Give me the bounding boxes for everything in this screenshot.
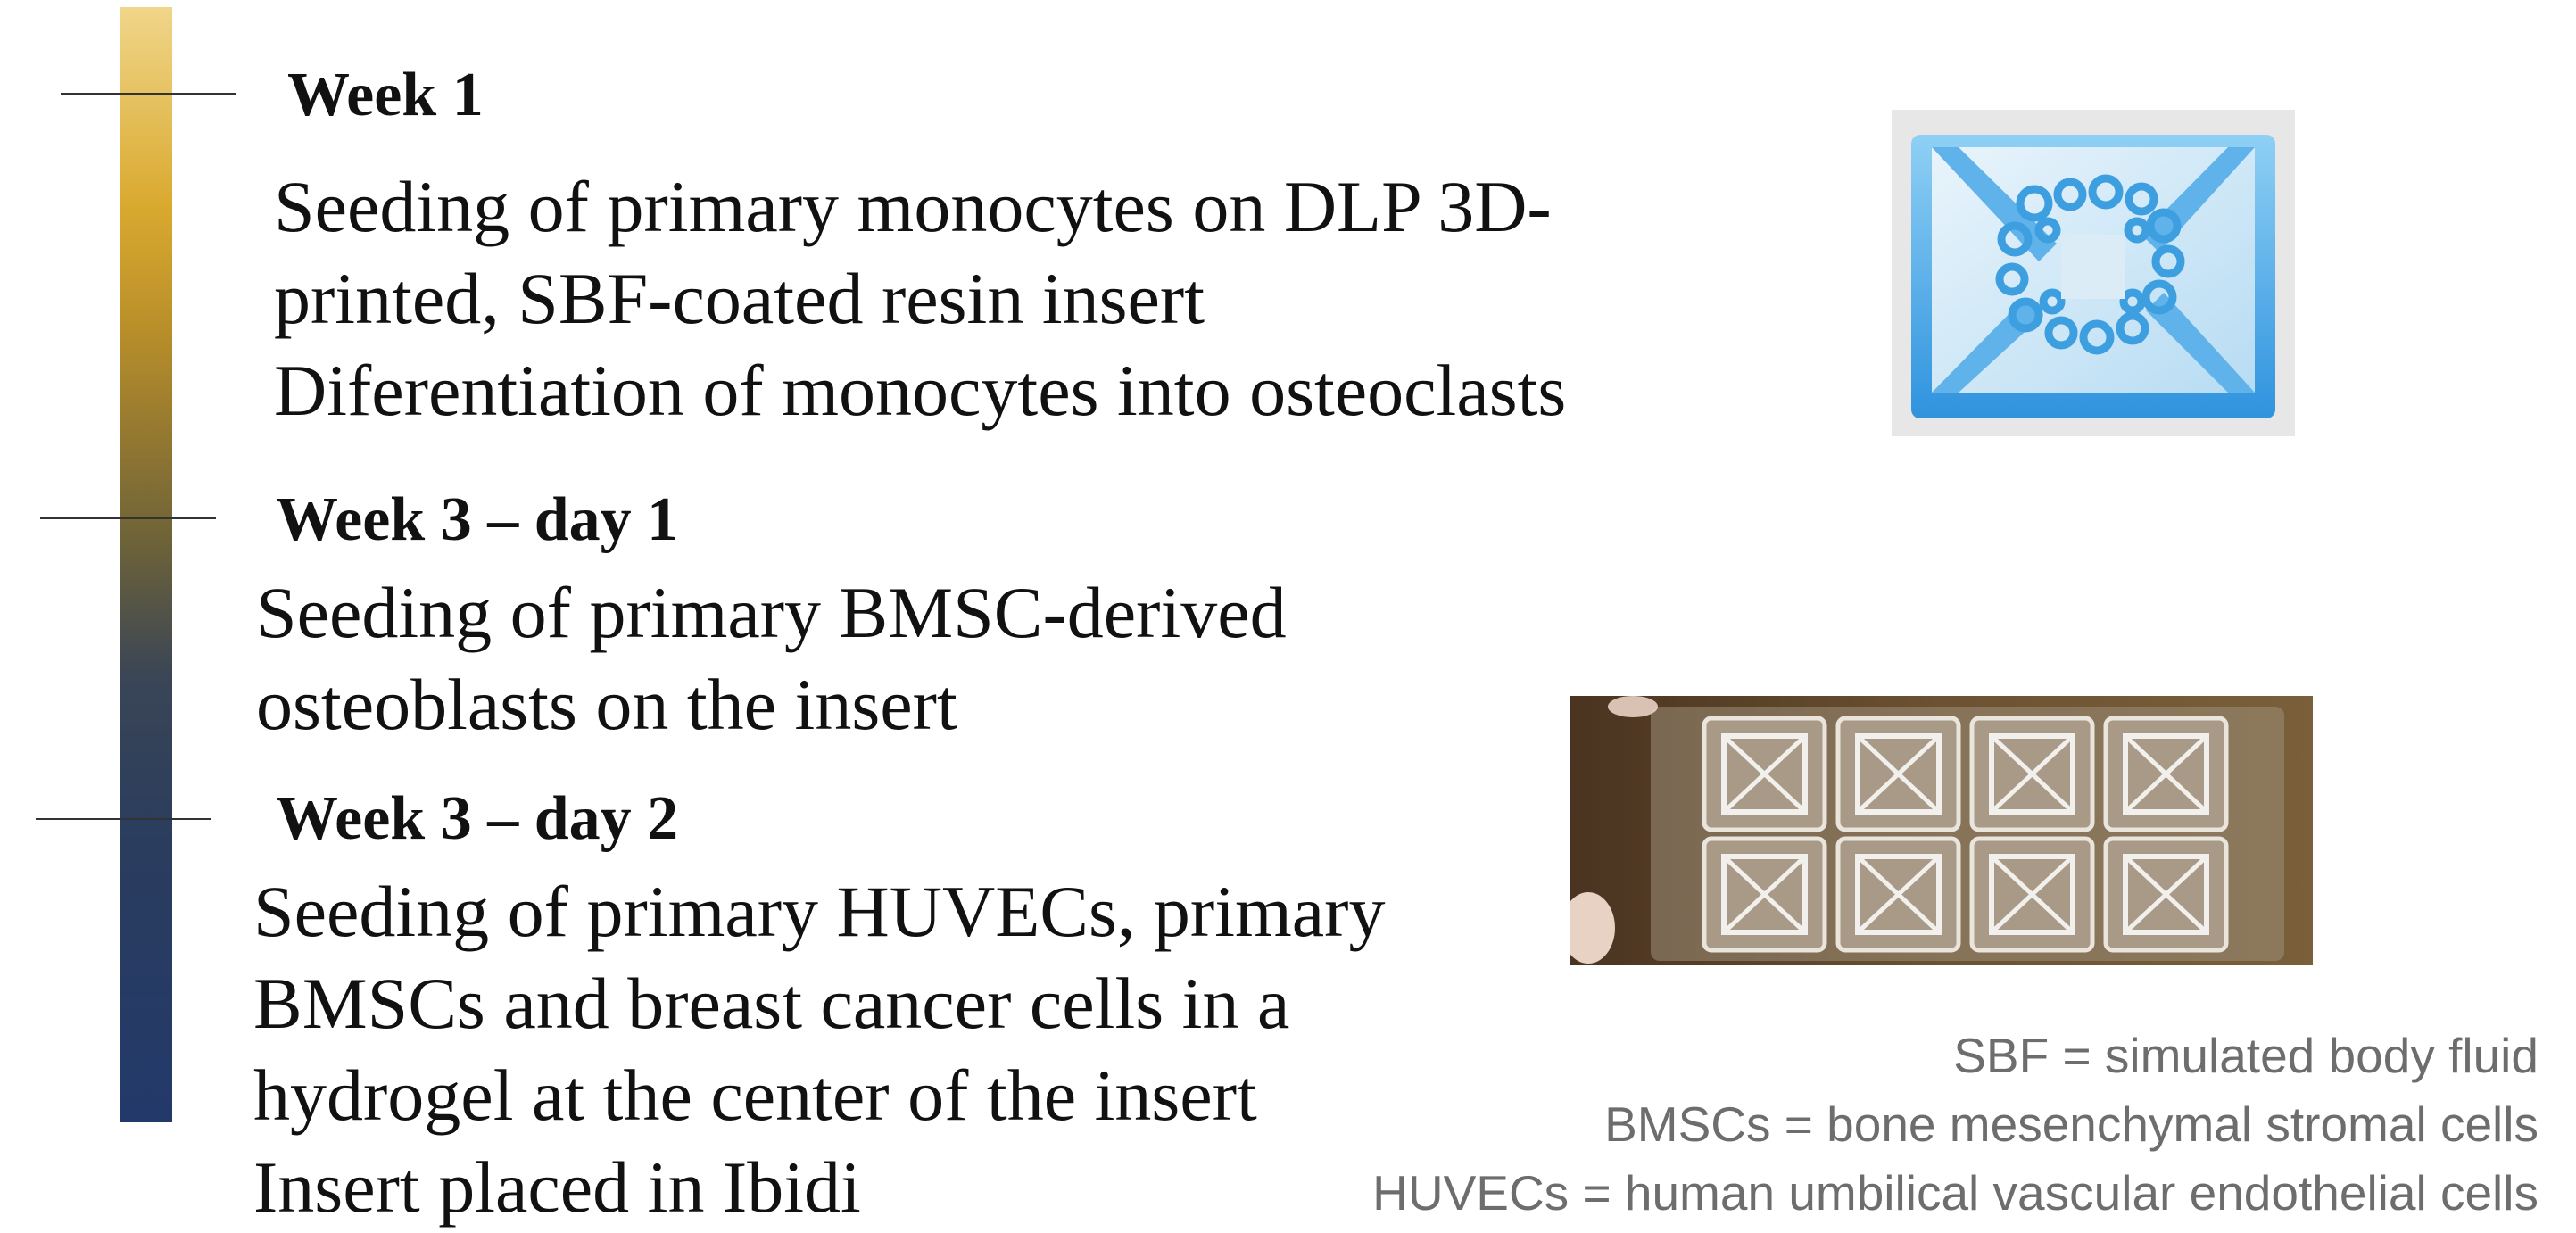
- legend-bmscs: BMSCs = bone mesenchymal stromal cells: [1372, 1090, 2539, 1159]
- legend-huvecs: HUVECs = human umbilical vascular endoth…: [1372, 1159, 2539, 1228]
- timeline-tick-week3-day2: [36, 818, 211, 820]
- week1-line: printed, SBF-coated resin insert: [274, 252, 1566, 344]
- week1-line: Seeding of primary monocytes on DLP 3D-: [274, 161, 1566, 252]
- week3-day1-description: Seeding of primary BMSC-derived osteobla…: [256, 567, 1287, 750]
- week1-description: Seeding of primary monocytes on DLP 3D- …: [274, 161, 1566, 436]
- timeline-tick-week1: [61, 93, 236, 95]
- week3-day2-line: BMSCs and breast cancer cells in a: [253, 957, 1385, 1049]
- week3-day2-line: Seeding of primary HUVECs, primary: [253, 865, 1385, 957]
- legend-sbf: SBF = simulated body fluid: [1372, 1022, 2539, 1090]
- week3-day1-heading: Week 3 – day 1: [276, 489, 678, 551]
- ibidi-slide-photo-image: [1570, 696, 2313, 965]
- insert-3d-render-image: [1892, 110, 2295, 436]
- timeline-tick-week3-day1: [40, 517, 216, 519]
- week3-day1-line: Seeding of primary BMSC-derived: [256, 567, 1287, 658]
- week3-day2-heading: Week 3 – day 2: [276, 788, 678, 850]
- timeline-bar: [120, 7, 172, 1122]
- week1-heading: Week 1: [287, 64, 484, 127]
- week3-day1-line: osteoblasts on the insert: [256, 658, 1287, 750]
- week1-line: Diferentiation of monocytes into osteocl…: [274, 344, 1566, 436]
- week3-day2-line: hydrogel at the center of the insert: [253, 1049, 1385, 1141]
- abbreviation-legend: SBF = simulated body fluid BMSCs = bone …: [1372, 1022, 2539, 1228]
- week3-day2-description: Seeding of primary HUVECs, primary BMSCs…: [253, 865, 1385, 1233]
